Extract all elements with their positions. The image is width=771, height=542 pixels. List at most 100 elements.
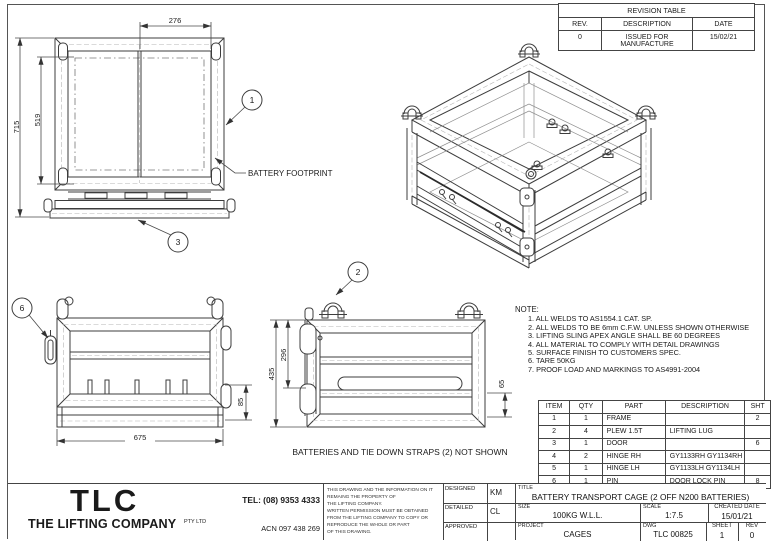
- disclaimer-line: THIS DRAWING AND THE INFORMATION ON IT: [327, 488, 433, 493]
- parts-row: 4 2 HINGE RH GY1133RH GY1134RH: [537, 450, 771, 464]
- tie-rail-pins: [87, 379, 188, 395]
- balloon-6: 6: [11, 297, 49, 339]
- note-item: 6. TARE 50KG: [528, 356, 576, 366]
- dim-65: 65: [487, 380, 512, 418]
- part-qty: 1: [569, 437, 603, 451]
- revision-table: REVISION TABLE REV. DESCRIPTION DATE 0 I…: [558, 3, 755, 51]
- dim-296-text: 296: [279, 349, 288, 362]
- parts-row: 3 1 DOOR 6: [537, 437, 771, 451]
- project-cell: PROJECT CAGES: [515, 522, 641, 541]
- drawing-title: BATTERY TRANSPORT CAGE (2 OFF N200 BATTE…: [531, 492, 750, 502]
- designed-value: KM: [490, 488, 502, 497]
- dwg-label: DWG: [643, 523, 657, 529]
- part-name: DOOR: [601, 437, 666, 451]
- detailed-value: CL: [490, 507, 501, 516]
- part-name: HINGE RH: [601, 450, 666, 464]
- part-qty: 1: [569, 412, 603, 426]
- title-label: TITLE: [518, 485, 533, 491]
- parts-table: ITEM QTY PART DESCRIPTION SHT 1 1 FRAME …: [537, 400, 771, 489]
- side-lifting-lugs: [319, 302, 483, 319]
- svg-text:6: 6: [20, 303, 25, 313]
- rev-label: REV: [745, 523, 759, 529]
- notes-block: NOTE: 1. ALL WELDS TO AS1554.1 CAT. SP. …: [515, 305, 767, 374]
- part-sht: [744, 450, 771, 464]
- project-label: PROJECT: [518, 523, 544, 529]
- dim-675: 675: [56, 429, 224, 446]
- svg-text:2: 2: [356, 267, 361, 277]
- svg-text:BATTERY FOOTPRINT: BATTERY FOOTPRINT: [248, 169, 333, 178]
- part-name: HINGE LH: [601, 462, 666, 476]
- revision-row: 0 ISSUED FOR MANUFACTURE 15/02/21: [559, 30, 754, 50]
- corner-lug-slot: [211, 42, 221, 61]
- dim-715-text: 715: [12, 121, 21, 134]
- part-qty: 2: [569, 450, 603, 464]
- door-lock-pin: [44, 330, 57, 365]
- sht-col-header: SHT: [744, 400, 771, 414]
- iso-hinges: [519, 187, 535, 257]
- tie-down-pins: [439, 189, 513, 238]
- battery-footprint-label: BATTERY FOOTPRINT: [214, 157, 333, 178]
- dim-276: 276: [139, 16, 212, 49]
- front-lifting-lugs: [56, 296, 224, 320]
- sheet-label: SHEET: [711, 523, 732, 529]
- part-col-header: PART: [601, 400, 666, 414]
- part-sht: [744, 425, 771, 439]
- part-name: PLEW 1.5T: [601, 425, 666, 439]
- floor-lug-plates: [531, 118, 614, 170]
- part-sht: 2: [744, 412, 771, 426]
- door-bar: [337, 376, 463, 391]
- parts-row: 2 4 PLEW 1.5T LIFTING LUG: [537, 425, 771, 439]
- created-date-value: 15/01/21: [721, 512, 753, 521]
- front-hinges: [220, 325, 232, 409]
- corner-lug-slot: [58, 167, 68, 186]
- disclaimer-line: REMAING THE PROPERTY OF: [327, 495, 396, 500]
- detailed-label: DETAILED: [445, 505, 473, 511]
- rev-cell: REV 0: [738, 522, 766, 541]
- sheet-cell: SHEET 1: [706, 522, 739, 541]
- rev-col-header: REV.: [559, 18, 602, 30]
- title-cell: TITLE BATTERY TRANSPORT CAGE (2 OFF N200…: [515, 484, 766, 504]
- plan-view: 276 715 519 1: [12, 16, 333, 253]
- part-description: LIFTING LUG: [664, 425, 746, 439]
- disclaimer-line: THE LIFTING COMPANY.: [327, 502, 383, 507]
- rev-description: ISSUED FOR MANUFACTURE: [602, 31, 693, 50]
- part-item: 1: [537, 412, 571, 426]
- company-suffix: PTY LTD: [184, 519, 207, 525]
- note-item: 4. ALL MATERIAL TO COMPLY WITH DETAIL DR…: [528, 339, 720, 349]
- plan-door-assembly: [43, 191, 236, 219]
- disclaimer-line: REPRODUCE THE WHOLE OR PART: [327, 523, 410, 528]
- balloon-1: 1: [225, 89, 263, 126]
- isometric-view: [401, 43, 657, 269]
- dim-715: 715: [12, 37, 54, 218]
- side-elevation: 435 296 65 2: [267, 261, 512, 428]
- designed-row: DESIGNED KM: [443, 484, 515, 504]
- note-item: 1. ALL WELDS TO AS1554.1 CAT. SP.: [528, 314, 653, 324]
- balloon-3: 3: [137, 219, 189, 253]
- rev-value: 0: [559, 31, 602, 50]
- svg-text:1: 1: [250, 95, 255, 105]
- dim-519: 519: [33, 56, 74, 185]
- item-col-header: ITEM: [537, 400, 571, 414]
- part-item: 2: [537, 425, 571, 439]
- part-description: [664, 412, 746, 426]
- iso-lifting-lugs: [401, 43, 657, 180]
- part-name: FRAME: [601, 412, 666, 426]
- qty-col-header: QTY: [569, 400, 603, 414]
- size-cell: SIZE 100KG W.L.L.: [515, 503, 641, 523]
- balloon-2: 2: [335, 261, 369, 296]
- company-logo: TLC: [70, 483, 140, 518]
- part-description: [664, 437, 746, 451]
- rev-number: 0: [749, 531, 755, 540]
- front-elevation: 675 85 6: [11, 296, 252, 446]
- dim-85-text: 85: [236, 398, 245, 406]
- parts-row: 1 1 FRAME 2: [537, 412, 771, 426]
- part-item: 5: [537, 462, 571, 476]
- dim-296: 296: [279, 319, 306, 389]
- notes-heading: NOTE:: [515, 305, 539, 314]
- dim-276-text: 276: [169, 16, 182, 25]
- title-block: TLC THE LIFTING COMPANY PTY LTD TEL: (08…: [8, 483, 766, 541]
- part-qty: 4: [569, 425, 603, 439]
- note-item: 3. LIFTING SLING APEX ANGLE SHALL BE 60 …: [528, 331, 720, 341]
- caption-batteries-note: BATTERIES AND TIE DOWN STRAPS (2) NOT SH…: [292, 447, 507, 457]
